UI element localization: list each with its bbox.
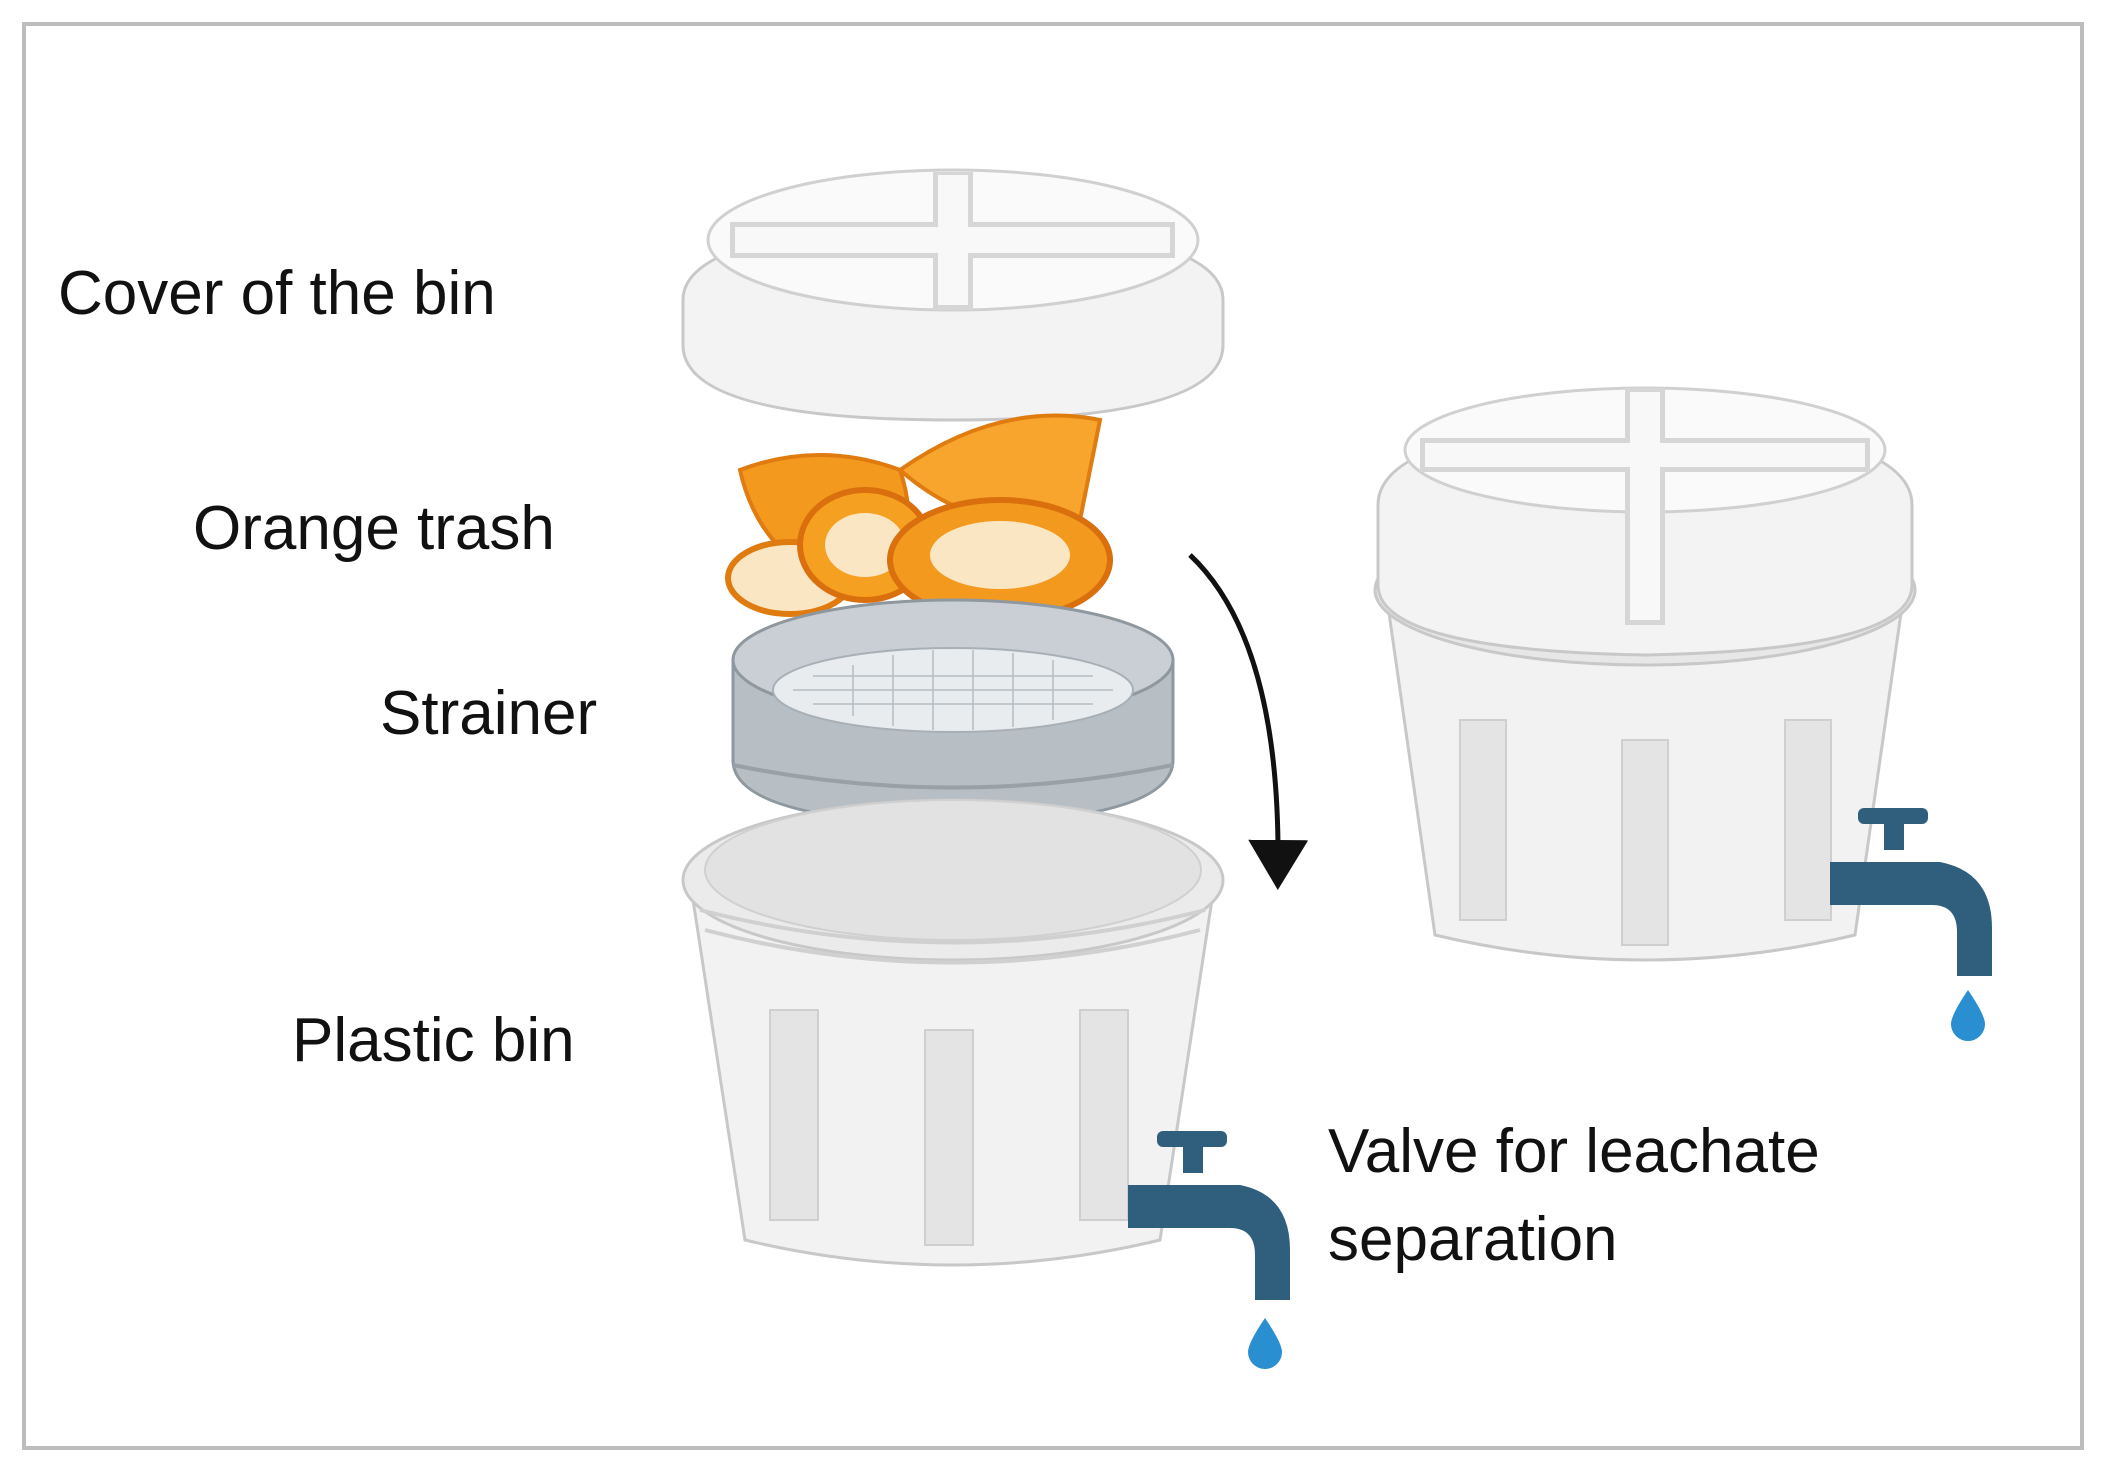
orange-peels (725, 413, 1113, 646)
valve-icon (1830, 808, 1992, 976)
valve-icon (1128, 1131, 1290, 1300)
bin-cover (681, 168, 1225, 422)
valve-label-line-1: Valve for leachate (1328, 1117, 1820, 1186)
strainer-label: Strainer (380, 679, 598, 748)
orange-trash-label: Orange trash (193, 494, 555, 563)
water-drop-icon (1248, 1318, 1282, 1369)
cover-label: Cover of the bin (58, 259, 496, 328)
valve-label: Valve for leachate separation (1328, 1108, 1820, 1284)
assembly-arrow (1188, 553, 1309, 890)
strainer (731, 598, 1175, 827)
plastic-bin-label: Plastic bin (292, 1006, 575, 1075)
valve-label-line-2: separation (1328, 1205, 1618, 1274)
assembled-bin (1373, 386, 1917, 962)
plastic-bin (681, 798, 1225, 1267)
water-drop-icon (1951, 990, 1985, 1041)
